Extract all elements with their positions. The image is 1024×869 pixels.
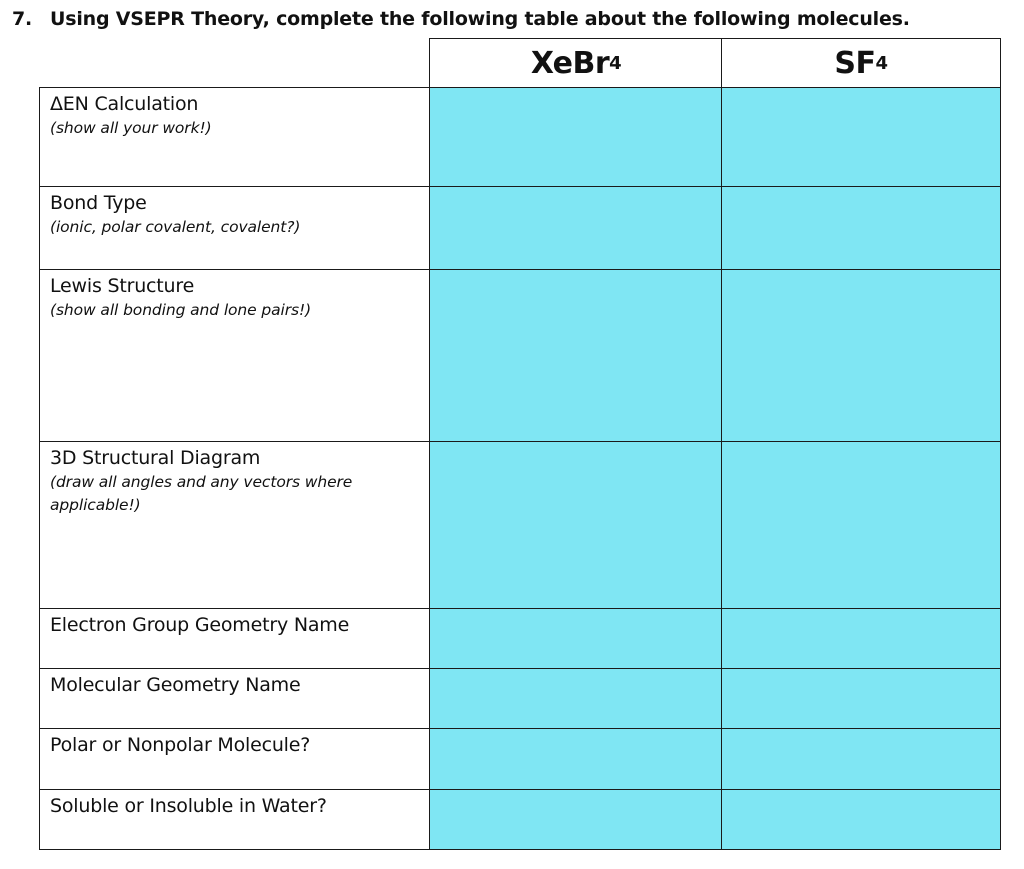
row-title: Bond Type	[50, 192, 147, 214]
answer-sf4-3d-diagram[interactable]	[721, 441, 1001, 610]
answer-sf4-molecular-geometry[interactable]	[721, 668, 1001, 730]
formula-base: XeBr	[530, 46, 610, 81]
answer-sf4-bond-type[interactable]	[721, 186, 1001, 271]
row-title: Electron Group Geometry Name	[50, 614, 350, 636]
row-title: Lewis Structure	[50, 275, 195, 297]
answer-xebr4-delta-en[interactable]	[429, 87, 723, 188]
answer-sf4-solubility[interactable]	[721, 789, 1001, 850]
row-label-delta-en: ΔEN Calculation (show all your work!)	[39, 87, 431, 188]
answer-xebr4-lewis-structure[interactable]	[429, 269, 723, 443]
question-text: Using VSEPR Theory, complete the followi…	[50, 8, 910, 30]
row-label-3d-structural-diagram: 3D Structural Diagram (draw all angles a…	[39, 441, 431, 610]
answer-xebr4-solubility[interactable]	[429, 789, 723, 850]
row-hint: (ionic, polar covalent, covalent?)	[50, 218, 301, 236]
answer-sf4-electron-geometry[interactable]	[721, 608, 1001, 670]
row-hint: (show all bonding and lone pairs!)	[50, 301, 312, 319]
row-hint: (draw all angles and any vectors where a…	[50, 473, 353, 514]
answer-xebr4-bond-type[interactable]	[429, 186, 723, 271]
row-label-lewis-structure: Lewis Structure (show all bonding and lo…	[39, 269, 431, 443]
answer-xebr4-molecular-geometry[interactable]	[429, 668, 723, 730]
row-hint: (show all your work!)	[50, 119, 212, 137]
row-label-bond-type: Bond Type (ionic, polar covalent, covale…	[39, 186, 431, 271]
row-title: Molecular Geometry Name	[50, 674, 301, 696]
answer-sf4-lewis-structure[interactable]	[721, 269, 1001, 443]
row-title: Soluble or Insoluble in Water?	[50, 795, 327, 817]
row-label-polarity: Polar or Nonpolar Molecule?	[39, 728, 431, 791]
row-label-solubility: Soluble or Insoluble in Water?	[39, 789, 431, 850]
row-title: 3D Structural Diagram	[50, 447, 261, 469]
row-title: Polar or Nonpolar Molecule?	[50, 734, 311, 756]
formula-base: SF	[834, 46, 876, 81]
question-prompt: 7. Using VSEPR Theory, complete the follo…	[12, 8, 910, 30]
row-label-electron-group-geometry: Electron Group Geometry Name	[39, 608, 431, 670]
answer-xebr4-electron-geometry[interactable]	[429, 608, 723, 670]
row-label-molecular-geometry: Molecular Geometry Name	[39, 668, 431, 730]
answer-xebr4-polarity[interactable]	[429, 728, 723, 791]
answer-sf4-delta-en[interactable]	[721, 87, 1001, 188]
row-title: ΔEN Calculation	[50, 93, 199, 115]
answer-xebr4-3d-diagram[interactable]	[429, 441, 723, 610]
question-number: 7.	[12, 8, 33, 30]
answer-sf4-polarity[interactable]	[721, 728, 1001, 791]
